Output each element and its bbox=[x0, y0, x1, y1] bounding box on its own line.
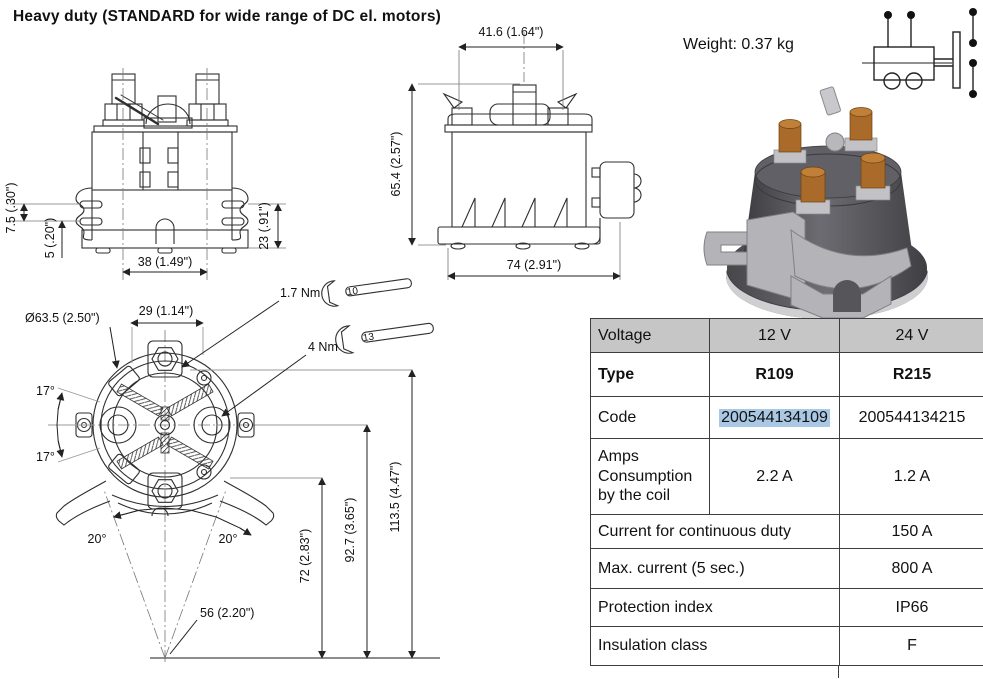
side-view-drawing: 41.6 (1.64") 65.4 (2.57") 74 (2.91") bbox=[390, 25, 642, 280]
col-12v-header: 12 V bbox=[709, 319, 839, 352]
code-12v-cell: 200544134109 bbox=[709, 397, 839, 438]
torque-4-label: 4 Nm bbox=[308, 340, 338, 354]
wrench-10-size-label: 10 bbox=[346, 286, 359, 299]
dim-41-6-label: 41.6 (1.64") bbox=[479, 25, 544, 39]
dim-72-label: 72 (2.83") bbox=[298, 529, 312, 583]
page-title: Heavy duty (STANDARD for wide range of D… bbox=[13, 8, 441, 25]
copper-stud-terminals bbox=[773, 107, 891, 215]
wrench-10-icon: 10 bbox=[321, 278, 412, 307]
spec-label: Code bbox=[598, 408, 637, 426]
continuous-current-value: 150 A bbox=[839, 515, 983, 548]
table-row-protection: Protection index IP66 bbox=[591, 589, 983, 627]
bottom-view-dimensions bbox=[56, 300, 416, 659]
table-row-amps: Amps Consumption by the coil 2.2 A 1.2 A bbox=[591, 439, 983, 515]
bottom-view-extensions bbox=[48, 327, 440, 659]
insulation-class-value: F bbox=[839, 627, 983, 665]
table-row-continuous-current: Current for continuous duty 150 A bbox=[591, 515, 983, 549]
wrench-13-icon: 13 bbox=[335, 322, 434, 354]
dim-92-7-label: 92.7 (3.65") bbox=[343, 498, 357, 563]
dim-diameter-label: Ø63.5 (2.50") bbox=[25, 311, 100, 325]
angle-20-right-label: 20° bbox=[219, 532, 238, 546]
spec-label: Voltage bbox=[598, 326, 652, 344]
amps-24v: 1.2 A bbox=[839, 439, 983, 514]
front-view-body bbox=[75, 73, 249, 254]
type-24v: R215 bbox=[839, 353, 983, 396]
product-photo bbox=[703, 86, 928, 320]
spec-table: Voltage 12 V 24 V Type R109 R215 Code 20… bbox=[590, 318, 983, 666]
spec-label: Protection index bbox=[598, 598, 713, 616]
col-24v-header: 24 V bbox=[839, 319, 983, 352]
dim-5-label: 5 (.20") bbox=[43, 218, 57, 259]
angle-17-upper-label: 17° bbox=[36, 384, 55, 398]
front-view-drawing: 7.5 (.30") 5 (.20") 23 (.91") 38 (1.49") bbox=[4, 68, 286, 280]
side-view-dimensions bbox=[408, 43, 621, 280]
spec-label: Max. current (5 sec.) bbox=[598, 559, 745, 577]
spec-label: Type bbox=[598, 365, 635, 383]
max-current-value: 800 A bbox=[839, 549, 983, 588]
torque-1-7-label: 1.7 Nm bbox=[280, 286, 320, 300]
table-column-divider-overhang bbox=[838, 665, 839, 678]
dim-56-label: 56 (2.20") bbox=[200, 606, 254, 620]
angle-17-lower-label: 17° bbox=[36, 450, 55, 464]
wrench-13-size-label: 13 bbox=[362, 332, 375, 345]
dim-29-label: 29 (1.14") bbox=[139, 304, 193, 318]
side-view-body bbox=[437, 84, 642, 250]
spec-label: Insulation class bbox=[598, 637, 708, 654]
bottom-view-contact-slots bbox=[116, 383, 214, 470]
spade-terminal bbox=[819, 86, 841, 116]
mounting-bracket bbox=[703, 211, 912, 319]
amps-12v: 2.2 A bbox=[709, 439, 839, 514]
code-12v-highlighted-text[interactable]: 200544134109 bbox=[719, 408, 830, 427]
protection-index-value: IP66 bbox=[839, 589, 983, 626]
weight-label: Weight: 0.37 kg bbox=[683, 36, 794, 53]
table-header-row: Voltage 12 V 24 V bbox=[591, 319, 983, 353]
dim-38-label: 38 (1.49") bbox=[138, 255, 192, 269]
table-row-insulation: Insulation class F bbox=[591, 627, 983, 666]
spec-label: Current for continuous duty bbox=[598, 522, 791, 540]
front-view-dimensions bbox=[20, 203, 282, 276]
side-view-extensions bbox=[418, 32, 621, 280]
code-24v: 200544134215 bbox=[839, 397, 983, 438]
dim-23-label: 23 (.91") bbox=[257, 202, 271, 250]
bottom-view-drawing: 10 13 Ø63.5 (2.50") 29 (1.14") 17° 17° 2… bbox=[25, 278, 440, 663]
dim-113-5-label: 113.5 (4.47") bbox=[388, 462, 402, 533]
angle-20-left-label: 20° bbox=[88, 532, 107, 546]
table-row-code: Code 200544134109 200544134215 bbox=[591, 397, 983, 439]
type-12v: R109 bbox=[709, 353, 839, 396]
dim-65-4-label: 65.4 (2.57") bbox=[390, 132, 403, 197]
table-row-max-current: Max. current (5 sec.) 800 A bbox=[591, 549, 983, 589]
solenoid-schematic-icon bbox=[862, 8, 977, 98]
table-row-type: Type R109 R215 bbox=[591, 353, 983, 397]
spec-label: Amps Consumption by the coil bbox=[598, 448, 693, 505]
dim-74-label: 74 (2.91") bbox=[507, 258, 561, 272]
dim-7-5-label: 7.5 (.30") bbox=[4, 183, 18, 234]
schematic-contact-dots bbox=[884, 8, 977, 98]
